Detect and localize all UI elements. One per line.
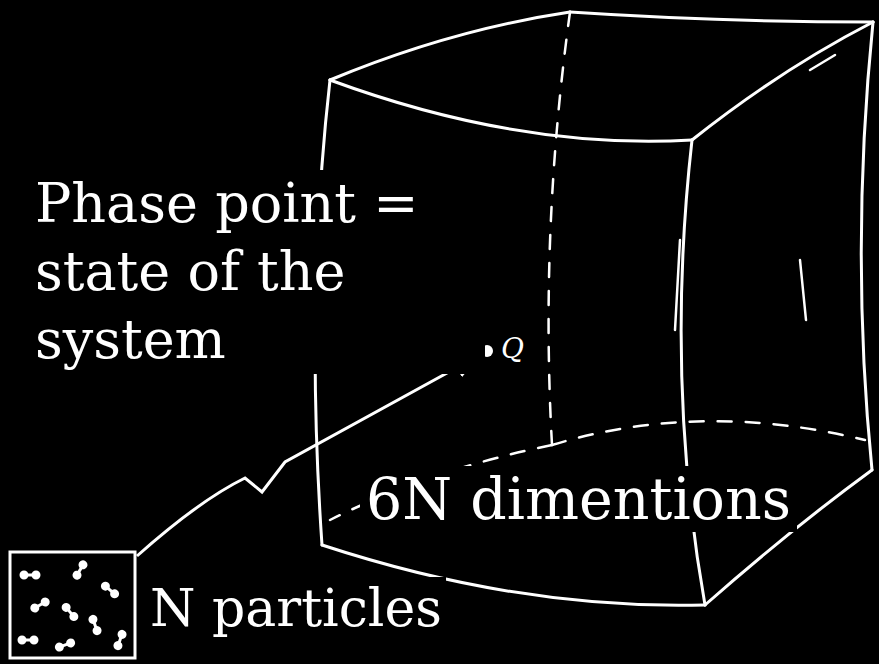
phase-point-label: Phase point = state of the system: [30, 170, 485, 374]
highlight-stroke: [810, 55, 835, 70]
point-letter: Q: [499, 332, 526, 366]
particles: [19, 561, 126, 651]
hidden-edge: [549, 12, 570, 445]
particle-box: [10, 552, 135, 658]
highlight-stroke: [800, 260, 806, 320]
top-front-edge: [330, 80, 692, 141]
top-back-edge: [330, 12, 570, 80]
front-edge: [681, 140, 705, 605]
particles-label: N particles: [146, 577, 446, 639]
dimension-label: 6N dimentions: [360, 466, 797, 532]
top-right-edge: [692, 22, 873, 140]
right-edge: [861, 22, 873, 470]
hidden-edge: [552, 421, 865, 445]
top-back-edge: [570, 12, 873, 22]
highlight-stroke: [675, 240, 680, 330]
